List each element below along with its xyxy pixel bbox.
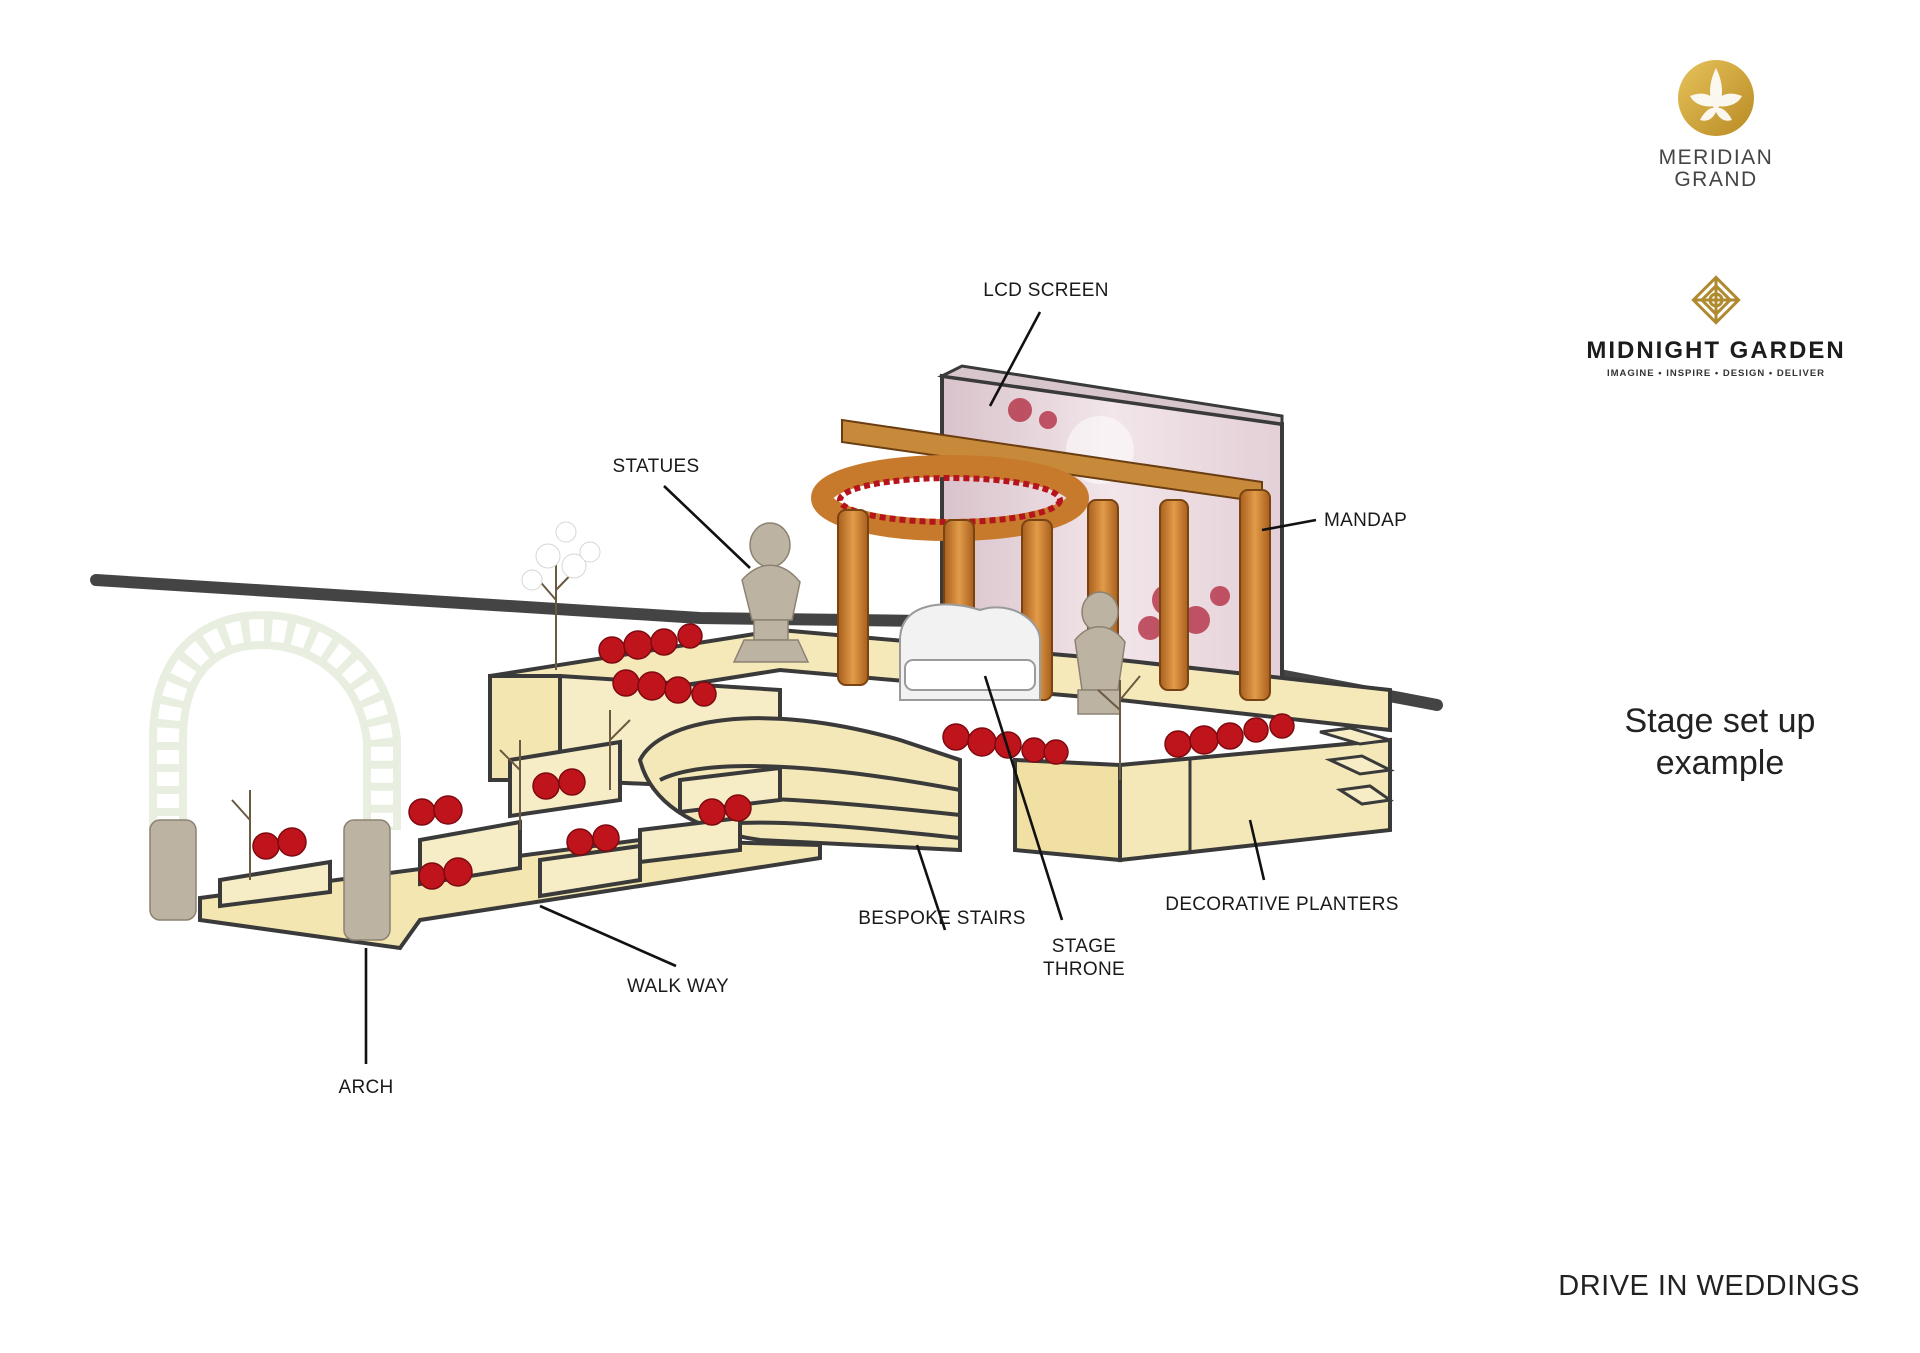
- midnight-garden-tagline: IMAGINE • INSPIRE • DESIGN • DELIVER: [1607, 368, 1825, 379]
- meridian-line2: GRAND: [1674, 168, 1757, 191]
- label-stage-throne-1: STAGE: [1052, 936, 1117, 957]
- meridian-grand-logo: MERIDIAN GRAND: [1659, 60, 1774, 191]
- decorative-planters-right: [1013, 726, 1396, 863]
- lotus-icon: [1690, 68, 1742, 121]
- footer-text: DRIVE IN WEDDINGS: [1558, 1270, 1860, 1302]
- rose-clusters: [252, 623, 1295, 890]
- arch-right-pedestal: [343, 819, 391, 941]
- callout-labels: LCD SCREEN STATUES MANDAP BESPOKE STAIRS…: [338, 280, 1407, 1098]
- page-title: Stage set up example: [1560, 700, 1880, 784]
- meridian-line1: MERIDIAN: [1659, 146, 1774, 169]
- footer-title: DRIVE IN WEDDINGS: [1520, 1270, 1860, 1303]
- stairs-right: [1319, 726, 1396, 806]
- statue-left: [732, 522, 810, 663]
- page-title-line1: Stage set up: [1624, 702, 1816, 740]
- label-lcd-screen: LCD SCREEN: [983, 280, 1108, 301]
- callout-leaders: [364, 311, 1317, 1064]
- stage-throne: [899, 603, 1041, 701]
- statue-right: [1074, 591, 1126, 715]
- arch-left-pedestal: [149, 819, 197, 921]
- label-statues: STATUES: [613, 456, 700, 477]
- label-decorative-planters: DECORATIVE PLANTERS: [1165, 894, 1398, 915]
- midnight-garden-logo: MIDNIGHT GARDEN IMAGINE • INSPIRE • DESI…: [1586, 275, 1845, 379]
- blossom-trees: [231, 559, 1141, 880]
- blossom-foliage: [521, 521, 601, 591]
- midnight-garden-name: MIDNIGHT GARDEN: [1586, 337, 1845, 364]
- label-bespoke-stairs: BESPOKE STAIRS: [858, 908, 1026, 929]
- page-title-line2: example: [1655, 744, 1785, 782]
- label-mandap: MANDAP: [1324, 510, 1407, 531]
- label-stage-throne-2: THRONE: [1043, 959, 1125, 980]
- label-arch: ARCH: [338, 1077, 393, 1098]
- floral-arch: [149, 610, 401, 941]
- celtic-knot-icon: [1691, 275, 1741, 325]
- label-walk-way: WALK WAY: [627, 976, 729, 997]
